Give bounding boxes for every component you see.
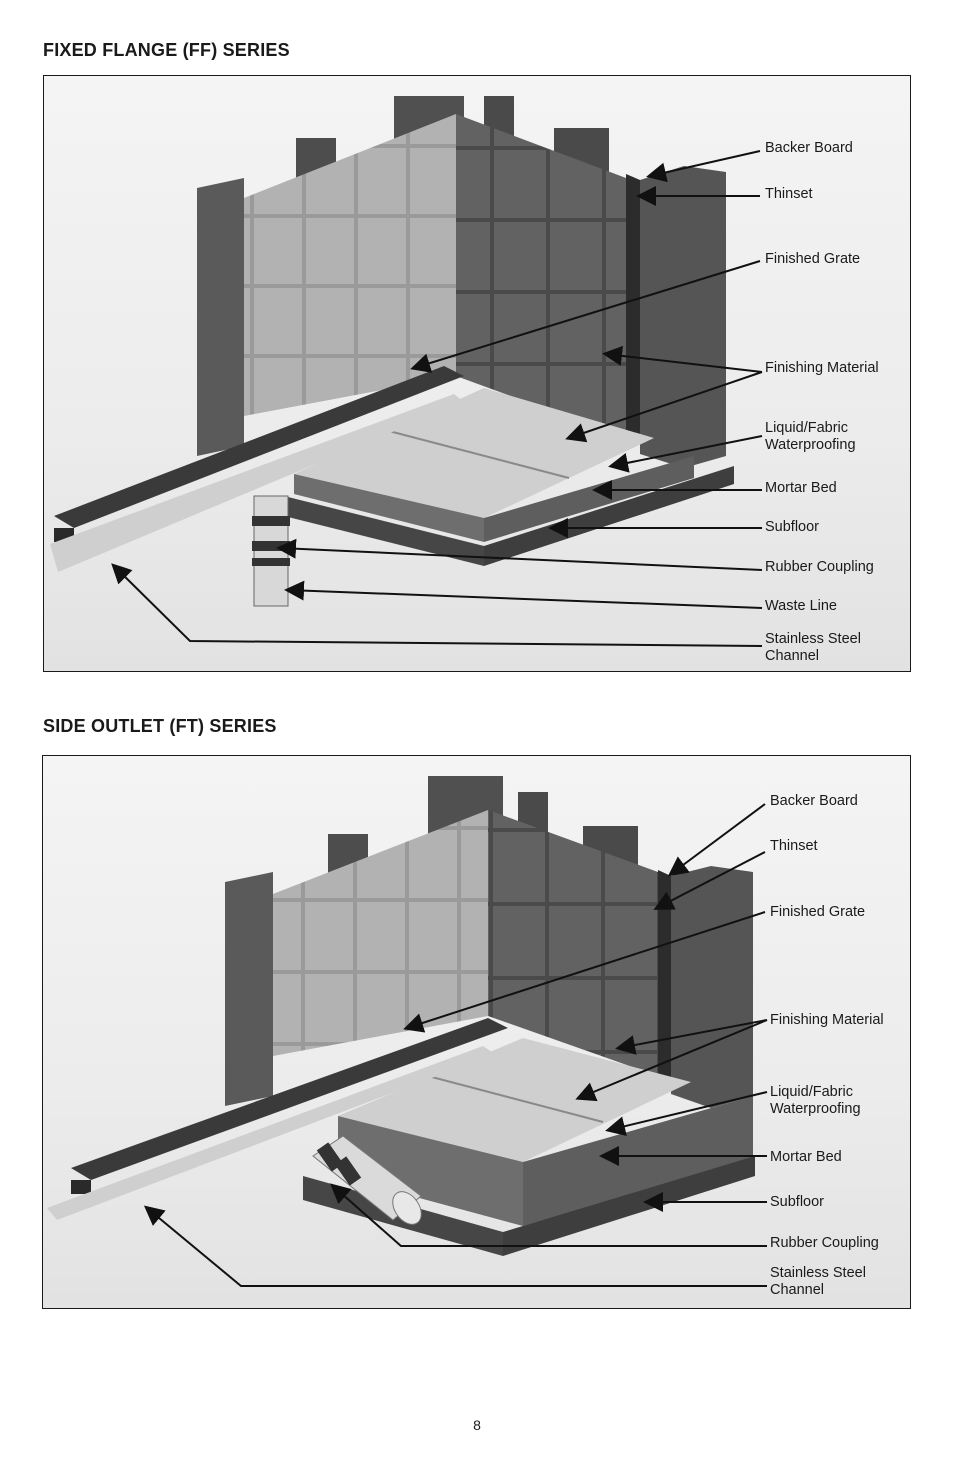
- ft-callout-finishing-material: Finishing Material: [770, 1012, 884, 1028]
- section-title-ft: SIDE OUTLET (FT) SERIES: [43, 716, 277, 736]
- ft-callout-rubber-coupling: Rubber Coupling: [770, 1235, 879, 1251]
- ft-callout-mortar-bed: Mortar Bed: [770, 1149, 842, 1165]
- ff-series-illustration: [50, 96, 763, 647]
- ft-callout-finished-grate: Finished Grate: [770, 904, 866, 920]
- ff-callout-subfloor: Subfloor: [765, 519, 820, 535]
- ff-callout-mortar-bed: Mortar Bed: [765, 480, 837, 496]
- ft-callout-subfloor: Subfloor: [770, 1194, 825, 1210]
- ff-series-diagram: Backer Board Thinset Finished Grate Fini…: [43, 75, 911, 672]
- ft-callout-backer-board: Backer Board: [770, 793, 858, 809]
- ff-callout-finished-grate: Finished Grate: [765, 251, 861, 267]
- ft-callout-stainless-channel: Stainless Steel Channel: [770, 1265, 866, 1298]
- ft-callout-thinset: Thinset: [770, 838, 818, 854]
- ff-callout-waterproofing: Liquid/Fabric Waterproofing: [765, 420, 856, 453]
- ft-callout-waterproofing: Liquid/Fabric Waterproofing: [770, 1084, 861, 1117]
- ff-callout-finishing-material: Finishing Material: [765, 360, 879, 376]
- ff-callout-thinset: Thinset: [765, 186, 813, 202]
- ff-callout-rubber-coupling: Rubber Coupling: [765, 559, 874, 575]
- section-title-ff: FIXED FLANGE (FF) SERIES: [43, 40, 290, 60]
- ft-series-illustration: [47, 776, 768, 1287]
- ff-callout-backer-board: Backer Board: [765, 140, 853, 156]
- ft-series-diagram: Backer Board Thinset Finished Grate Fini…: [42, 755, 911, 1309]
- ff-callout-stainless-channel: Stainless Steel Channel: [765, 631, 861, 664]
- ff-callout-waste-line: Waste Line: [765, 598, 837, 614]
- page-number: 8: [473, 1417, 481, 1433]
